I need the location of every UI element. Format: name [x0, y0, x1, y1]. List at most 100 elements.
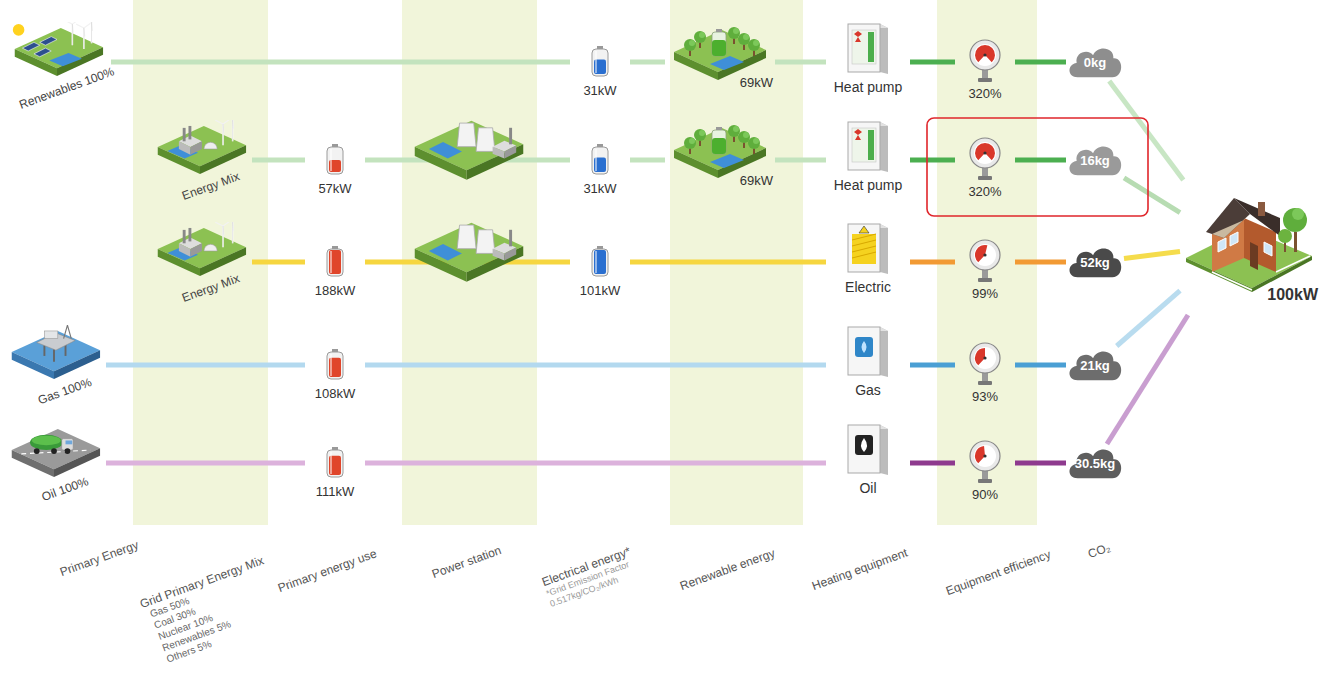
power-station	[415, 223, 524, 282]
value-label: 52kg	[1080, 256, 1110, 271]
value-label: Gas 100%	[36, 376, 93, 408]
flow-line	[252, 158, 305, 163]
value-label: 111kW	[316, 485, 355, 500]
icon	[590, 144, 610, 176]
flow-line	[1117, 291, 1180, 346]
flow-line	[1015, 461, 1066, 466]
value-label: Oil	[859, 480, 876, 496]
flow-line	[910, 60, 955, 65]
icon	[590, 246, 610, 278]
heating-unit: Heat pump	[826, 20, 910, 102]
column-label: Power station	[430, 543, 503, 581]
energy-source: Energy Mix	[148, 222, 252, 318]
energy-meter: 188kW	[305, 242, 365, 302]
value-label: 188kW	[315, 284, 355, 299]
energy-meter: 111kW	[305, 443, 365, 503]
column-label: Renewable energy	[678, 546, 777, 594]
icon	[846, 20, 890, 76]
column-heading: CO₂	[1086, 540, 1112, 561]
icon	[152, 222, 248, 280]
value-label: 320%	[968, 87, 1001, 102]
icon	[968, 136, 1002, 182]
flow-line	[775, 60, 826, 65]
column-heading: Primary Energy	[58, 538, 141, 580]
column-heading: Primary energy use	[276, 546, 379, 595]
column-label: Primary Energy	[58, 538, 141, 580]
column-heading: Equipment efficiency	[944, 547, 1053, 598]
icon	[968, 238, 1002, 284]
flow-line	[252, 260, 305, 265]
efficiency-gauge: 99%	[955, 236, 1015, 306]
column-heading: Grid Primary Energy MixGas 50%Coal 30%Nu…	[138, 553, 286, 668]
flow-line	[365, 363, 826, 368]
co2-cloud: 0kg	[1066, 43, 1124, 81]
heating-unit: Heat pump	[826, 118, 910, 200]
icon	[846, 421, 890, 477]
icon	[968, 38, 1002, 84]
value-label: 0kg	[1084, 56, 1106, 71]
flow-line	[910, 461, 955, 466]
flow-line	[365, 461, 826, 466]
flow-line	[106, 461, 305, 466]
flow-line	[910, 363, 955, 368]
icon	[968, 341, 1002, 387]
column-heading: Power station	[430, 543, 503, 581]
flow-line	[1015, 260, 1066, 265]
flow-line	[1015, 60, 1066, 65]
flow-line	[910, 260, 955, 265]
house: 100kW	[1180, 180, 1318, 315]
flow-line	[775, 158, 826, 163]
energy-meter: 101kW	[570, 242, 630, 302]
co2-cloud: 21kg	[1066, 346, 1124, 384]
value-label: Energy Mix	[180, 272, 241, 305]
icon	[968, 439, 1002, 485]
efficiency-gauge: 93%	[955, 339, 1015, 409]
flow-line	[106, 363, 305, 368]
highlight-frame	[927, 118, 1148, 216]
co2-cloud: 30.5kg	[1066, 444, 1124, 482]
value-label: 101kW	[580, 284, 620, 299]
icon	[6, 423, 102, 481]
heating-unit: Gas	[826, 323, 910, 405]
power-station	[415, 121, 524, 180]
energy-source: Renewables 100%	[2, 22, 111, 118]
energy-meter: 31kW	[570, 42, 630, 102]
value-label: 100kW	[1267, 286, 1318, 304]
icon	[846, 323, 890, 379]
value-label: 16kg	[1080, 154, 1110, 169]
value-label: 69kW	[740, 174, 773, 189]
column-label: Grid Primary Energy Mix	[138, 553, 266, 611]
efficiency-gauge: 320%	[955, 36, 1015, 106]
icon	[846, 118, 890, 174]
value-label: Gas	[855, 382, 881, 398]
heating-unit: Electric	[826, 220, 910, 302]
value-label: 108kW	[315, 387, 355, 402]
flow-line	[630, 60, 665, 65]
co2-cloud: 52kg	[1066, 243, 1124, 281]
column-label: Equipment efficiency	[944, 547, 1053, 598]
flow-line	[1124, 251, 1180, 258]
icon	[6, 325, 102, 383]
flow-line	[1107, 315, 1188, 444]
energy-source: Energy Mix	[148, 120, 252, 216]
energy-meter: 57kW	[305, 140, 365, 200]
icon	[846, 220, 890, 276]
value-label: Electric	[845, 279, 891, 295]
energy-meter: 31kW	[570, 140, 630, 200]
flow-line	[111, 60, 570, 65]
energy-source: Oil 100%	[2, 423, 106, 519]
icon	[1184, 180, 1314, 294]
flow-line	[910, 158, 955, 163]
flow-line	[1015, 363, 1066, 368]
value-label: Energy Mix	[180, 170, 241, 203]
value-label: 57kW	[318, 182, 351, 197]
renewable-gain: 69kW	[665, 124, 775, 200]
renewable-gain: 69kW	[665, 26, 775, 102]
energy-source: Gas 100%	[2, 325, 106, 421]
value-label: Heat pump	[834, 177, 902, 193]
column-label: Heating equipment	[810, 546, 910, 594]
value-label: 21kg	[1080, 359, 1110, 374]
icon	[325, 246, 345, 278]
energy-meter: 108kW	[305, 345, 365, 405]
column-heading: Heating equipment	[810, 546, 910, 594]
